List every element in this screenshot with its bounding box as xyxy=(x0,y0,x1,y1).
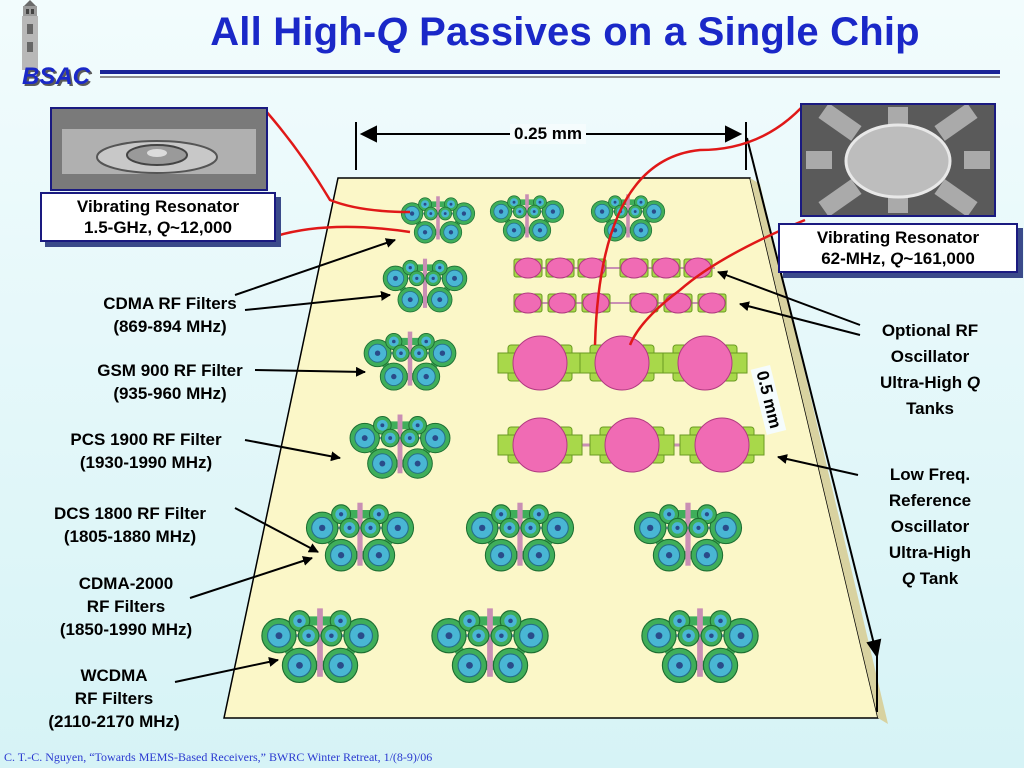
title-rule-shadow xyxy=(100,76,1000,78)
resonator-sem-photo-right xyxy=(800,103,996,217)
resonator-label-right: Vibrating Resonator 62-MHz, Q~161,000 xyxy=(778,223,1018,273)
oscillator-tank-row-2 xyxy=(497,417,765,473)
label-gsm900-filter: GSM 900 RF Filter(935-960 MHz) xyxy=(97,361,243,403)
oscillator-tank-row-1 xyxy=(497,335,748,391)
title-rule xyxy=(100,70,1000,74)
resonator-right-line2: 62-MHz, Q~161,000 xyxy=(821,249,975,268)
label-dcs1800-filter: DCS 1800 RF Filter(1805-1880 MHz) xyxy=(53,504,207,546)
optional-tank-row-1 xyxy=(513,257,715,279)
label-optional-rf-oscillator: Optional RF Oscillator Ultra-High Q Tank… xyxy=(879,321,981,418)
height-dimension xyxy=(746,137,882,712)
label-low-freq-reference: Low Freq. Reference Oscillator Ultra-Hig… xyxy=(888,465,972,588)
resonator-left-line2: 1.5-GHz, Q~12,000 xyxy=(84,218,232,237)
label-cdma-filters: CDMA RF Filters(869-894 MHz) xyxy=(103,294,237,336)
bsac-logo: BSAC xyxy=(22,63,91,90)
label-arrows xyxy=(174,238,861,683)
resonator-leads xyxy=(264,107,806,346)
footer-citation: C. T.-C. Nguyen, “Towards MEMS-Based Rec… xyxy=(4,750,433,764)
resonator-sem-photo-left xyxy=(50,107,268,191)
campanile-tower-icon xyxy=(22,0,38,70)
optional-tank-row-2 xyxy=(513,292,727,314)
width-dimension-label: 0.25 mm xyxy=(510,124,587,144)
resonator-label-left: Vibrating Resonator 1.5-GHz, Q~12,000 xyxy=(40,192,276,242)
label-pcs1900-filter: PCS 1900 RF Filter(1930-1990 MHz) xyxy=(70,430,222,472)
page-title: All High-Q Passives on a Single Chip xyxy=(210,10,920,54)
resonator-left-line1: Vibrating Resonator xyxy=(76,197,240,216)
resonator-right-line1: Vibrating Resonator xyxy=(816,228,980,247)
